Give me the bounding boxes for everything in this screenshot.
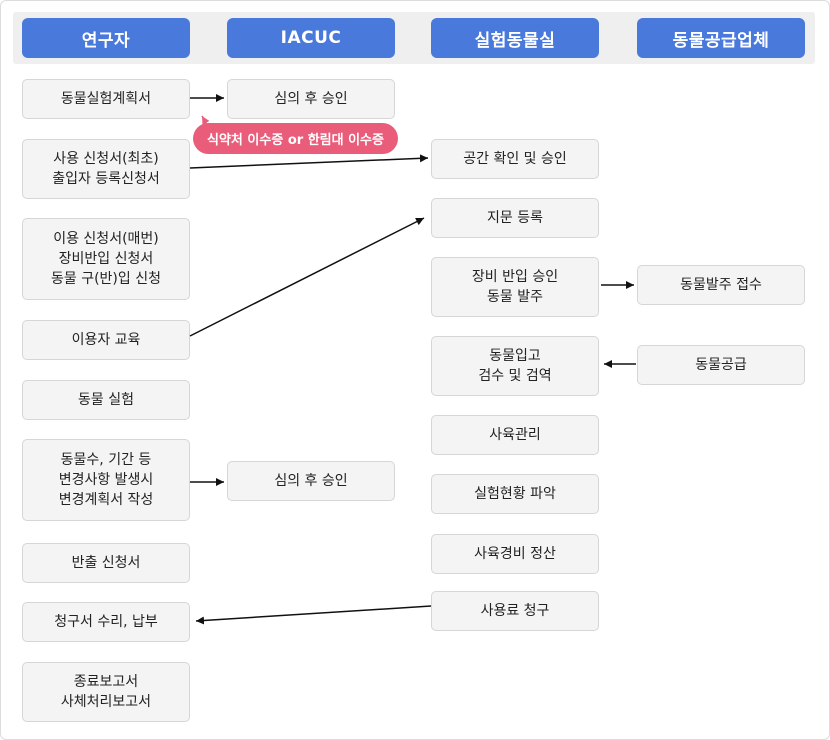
box-final-report: 종료보고서 사체처리보고서 (22, 662, 190, 722)
box-space-check: 공간 확인 및 승인 (431, 139, 599, 179)
box-iacuc-review-2: 심의 후 승인 (227, 461, 395, 501)
column-header-iacuc: IACUC (227, 18, 395, 58)
box-invoice-payment-text: 청구서 수리, 납부 (54, 614, 158, 630)
box-iacuc-review-1: 심의 후 승인 (227, 79, 395, 119)
box-iacuc-review-2-text: 심의 후 승인 (274, 473, 348, 489)
arrow-training-to-fingerprint (189, 217, 425, 337)
box-change-plan: 동물수, 기간 등 변경사항 발생시 변경계획서 작성 (22, 439, 190, 521)
certificate-badge: 식약처 이수증 or 한림대 이수증 (193, 123, 398, 154)
box-final-report-line: 종료보고서 (73, 674, 139, 690)
box-user-training-text: 이용자 교육 (71, 332, 141, 348)
box-animal-experiment-text: 동물 실험 (78, 392, 134, 408)
box-export-application-text: 반출 신청서 (71, 555, 141, 571)
box-animal-intake: 동물입고 검수 및 검역 (431, 336, 599, 396)
box-user-training: 이용자 교육 (22, 320, 190, 360)
arrow-badge-to-plan (201, 115, 211, 131)
box-iacuc-review-1-text: 심의 후 승인 (274, 91, 348, 107)
box-order-receipt-text: 동물발주 접수 (680, 277, 762, 293)
box-export-application: 반출 신청서 (22, 543, 190, 583)
box-usage-application-line: 출입자 등록신청서 (52, 171, 160, 187)
box-supply: 동물공급 (637, 345, 805, 385)
box-animal-plan-text: 동물실험계획서 (60, 91, 152, 107)
box-usage-application-renewal: 이용 신청서(매번) 장비반입 신청서 동물 구(반)입 신청 (22, 218, 190, 300)
box-equipment-order-line: 장비 반입 승인 (471, 269, 559, 285)
arrow-billing-to-invoice (195, 605, 432, 625)
box-animal-experiment: 동물 실험 (22, 380, 190, 420)
box-change-plan-line: 변경사항 발생시 (58, 472, 154, 488)
arrow-usage-to-space (189, 154, 429, 169)
box-renewal-line: 장비반입 신청서 (58, 251, 154, 267)
box-change-plan-line: 동물수, 기간 등 (60, 452, 152, 468)
box-expense-settlement-text: 사육경비 정산 (474, 546, 556, 562)
box-invoice-payment: 청구서 수리, 납부 (22, 602, 190, 642)
box-usage-application: 사용 신청서(최초) 출입자 등록신청서 (22, 139, 190, 199)
box-equipment-order: 장비 반입 승인 동물 발주 (431, 257, 599, 317)
box-animal-plan: 동물실험계획서 (22, 79, 190, 119)
column-header-lab: 실험동물실 (431, 18, 599, 58)
box-space-check-text: 공간 확인 및 승인 (463, 151, 567, 167)
box-animal-intake-line: 동물입고 (489, 348, 541, 364)
box-final-report-line: 사체처리보고서 (60, 694, 152, 710)
box-fee-billing-text: 사용료 청구 (480, 603, 550, 619)
box-renewal-line: 동물 구(반)입 신청 (51, 271, 161, 287)
column-header-supplier: 동물공급업체 (637, 18, 805, 58)
box-animal-intake-line: 검수 및 검역 (478, 368, 552, 384)
box-order-receipt: 동물발주 접수 (637, 265, 805, 305)
column-header-researcher: 연구자 (22, 18, 190, 58)
box-equipment-order-line: 동물 발주 (487, 289, 543, 305)
box-change-plan-line: 변경계획서 작성 (58, 492, 154, 508)
box-breeding: 사육관리 (431, 415, 599, 455)
box-status: 실험현황 파악 (431, 474, 599, 514)
box-fingerprint: 지문 등록 (431, 198, 599, 238)
box-expense-settlement: 사육경비 정산 (431, 534, 599, 574)
box-status-text: 실험현황 파악 (474, 486, 556, 502)
box-breeding-text: 사육관리 (489, 427, 541, 443)
box-fingerprint-text: 지문 등록 (487, 210, 543, 226)
box-supply-text: 동물공급 (695, 357, 747, 373)
box-fee-billing: 사용료 청구 (431, 591, 599, 631)
box-usage-application-line: 사용 신청서(최초) (53, 151, 159, 167)
box-renewal-line: 이용 신청서(매번) (53, 231, 159, 247)
